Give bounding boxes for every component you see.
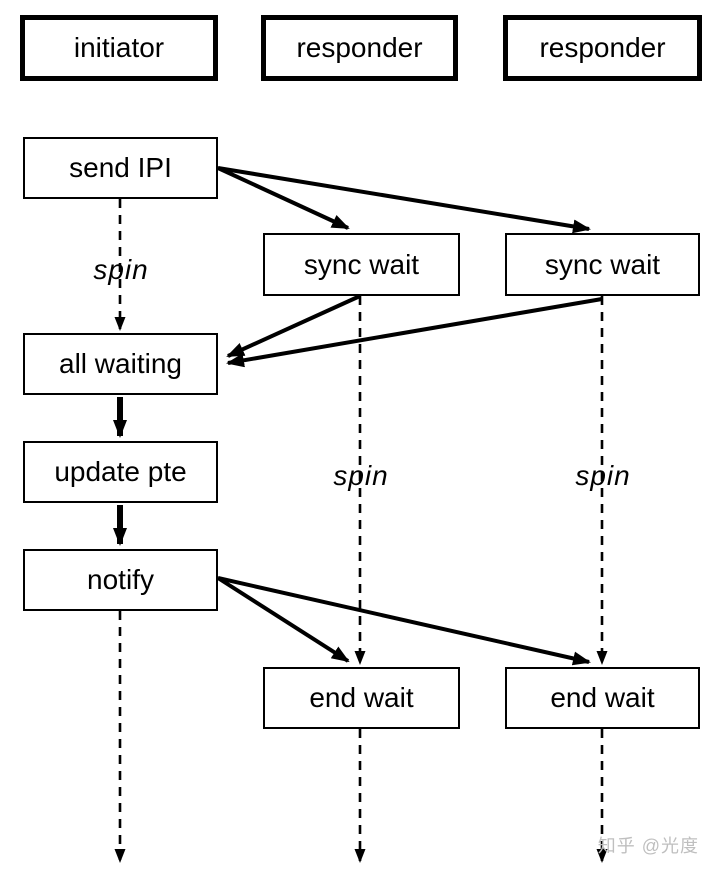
node-sync-wait-1-label: sync wait <box>303 248 420 280</box>
lifelines <box>114 199 608 863</box>
spin-label-responder-1: spin <box>333 460 389 491</box>
node-update-pte-label: update pte <box>54 456 187 487</box>
node-sync-wait-1: sync wait <box>263 233 460 296</box>
arrow-notify-to-end-wait-1 <box>216 576 350 663</box>
lane-header-initiator-label: initiator <box>73 32 165 63</box>
spin-label-responder-2: spin <box>575 460 631 491</box>
message-arrows <box>113 166 603 666</box>
node-end-wait-2-label: end wait <box>550 682 655 713</box>
node-notify-label: notify <box>87 564 154 595</box>
arrow-sync-wait-1-to-all-waiting <box>226 294 361 358</box>
arrow-send-ipi-to-sync-wait-2 <box>217 166 591 234</box>
node-send-ipi-label: send IPI <box>69 152 172 183</box>
node-send-ipi: send IPI <box>23 137 218 199</box>
spin-label-initiator: spin <box>93 254 149 285</box>
node-sync-wait-2-label: sync wait <box>544 248 661 280</box>
node-update-pte: update pte <box>23 441 218 503</box>
node-all-waiting-label: all waiting <box>59 348 182 379</box>
node-notify: notify <box>23 549 218 611</box>
node-end-wait-1-label: end wait <box>309 682 414 713</box>
node-all-waiting: all waiting <box>23 333 218 395</box>
lane-header-responder-1-label: responder <box>296 32 423 63</box>
lane-header-initiator: initiator <box>20 15 218 81</box>
node-end-wait-2: end wait <box>505 667 700 729</box>
node-end-wait-1: end wait <box>263 667 460 729</box>
arrow-sync-wait-2-to-all-waiting <box>226 297 603 368</box>
arrow-notify-to-end-wait-2 <box>217 576 591 666</box>
lane-header-responder-1: responder <box>261 15 458 81</box>
lane-header-responder-2-label: responder <box>539 32 666 63</box>
lane-header-responder-2: responder <box>503 15 702 81</box>
node-sync-wait-2: sync wait <box>505 233 700 296</box>
arrow-send-ipi-to-sync-wait-1 <box>217 166 350 230</box>
watermark-text: 知乎 @光度 <box>597 836 699 856</box>
